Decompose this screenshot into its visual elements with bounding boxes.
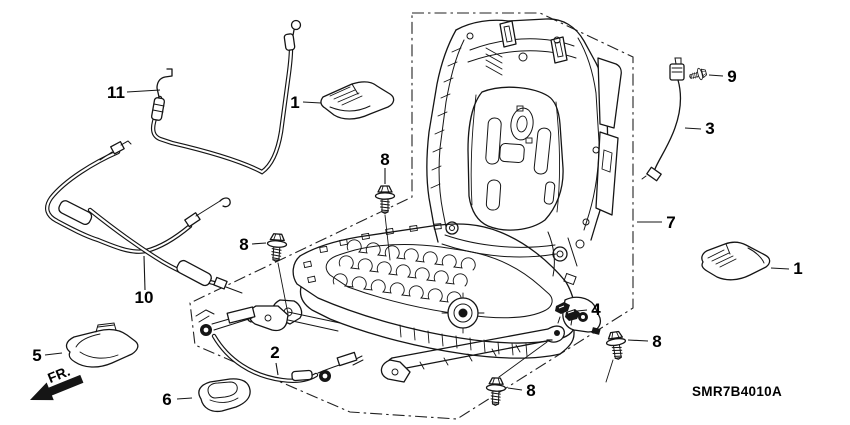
svg-text:8: 8 xyxy=(652,332,661,351)
svg-text:10: 10 xyxy=(135,288,154,307)
fr-label: FR. xyxy=(45,363,72,386)
callout-8-bottom: 8 xyxy=(507,381,536,400)
svg-text:8: 8 xyxy=(526,381,535,400)
callout-10: 10 xyxy=(135,255,154,307)
seat-cushion-frame xyxy=(271,223,602,359)
lap-cable xyxy=(195,306,364,383)
svg-text:9: 9 xyxy=(727,67,736,86)
svg-text:1: 1 xyxy=(793,259,802,278)
harness-screw xyxy=(687,66,708,83)
svg-text:3: 3 xyxy=(705,119,714,138)
svg-text:8: 8 xyxy=(239,235,248,254)
callout-8-left: 8 xyxy=(239,235,267,254)
fr-direction-arrow: FR. xyxy=(30,363,84,401)
callout-8-right: 8 xyxy=(627,332,662,351)
callout-7: 7 xyxy=(637,213,676,232)
rail-end-cover-left xyxy=(320,81,395,120)
svg-text:5: 5 xyxy=(32,346,41,365)
svg-text:1: 1 xyxy=(290,93,299,112)
callout-5: 5 xyxy=(32,346,63,365)
callout-4: 4 xyxy=(576,300,601,319)
callout-9: 9 xyxy=(708,67,737,86)
rail-end-cover-right xyxy=(701,241,771,281)
flange-bolt-bottom xyxy=(485,377,507,407)
flange-bolt-top xyxy=(374,185,396,215)
svg-text:4: 4 xyxy=(591,300,601,319)
callout-3: 3 xyxy=(684,119,715,138)
callout-11: 11 xyxy=(107,83,161,102)
callout-2: 2 xyxy=(270,343,280,376)
slide-rail-rear xyxy=(380,325,565,383)
bolt-locator-lines xyxy=(277,214,614,383)
slide-rail-front xyxy=(246,305,341,332)
svg-text:2: 2 xyxy=(270,343,279,362)
harness-cord xyxy=(641,57,685,182)
foot-cover-outer xyxy=(65,322,139,368)
harness-clip xyxy=(555,302,580,326)
flange-bolt-right xyxy=(604,330,629,362)
foot-cover-round xyxy=(198,378,251,413)
seat-back-frame xyxy=(426,18,622,286)
callout-1-left: 1 xyxy=(290,93,322,112)
release-cable-lower xyxy=(45,140,243,294)
svg-text:8: 8 xyxy=(380,150,389,169)
callout-8-top: 8 xyxy=(380,150,390,184)
diagram-code: SMR7B4010A xyxy=(692,384,782,399)
svg-text:11: 11 xyxy=(107,83,125,102)
svg-text:6: 6 xyxy=(162,390,171,409)
svg-text:7: 7 xyxy=(666,213,675,232)
callout-6: 6 xyxy=(162,390,193,409)
boundary-outline xyxy=(189,12,634,420)
callout-1-right: 1 xyxy=(770,259,803,278)
release-cable-upper xyxy=(150,19,302,175)
